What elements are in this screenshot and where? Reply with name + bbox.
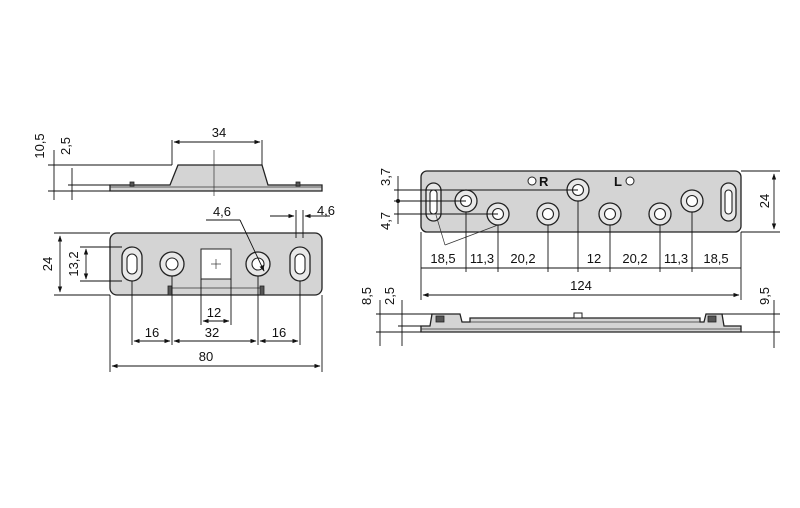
dim-spacing-1: 18,5 bbox=[430, 251, 455, 266]
small-top-dimensions: 34 10,5 2,5 bbox=[32, 125, 263, 200]
small-part-front-view bbox=[109, 232, 323, 296]
dim-3-7: 3,7 bbox=[378, 168, 393, 186]
dim-124: 124 bbox=[570, 278, 592, 293]
dim-34: 34 bbox=[212, 125, 226, 140]
dim-2-5-large: 2,5 bbox=[382, 287, 397, 305]
dim-spacing-3: 20,2 bbox=[510, 251, 535, 266]
dim-10-5: 10,5 bbox=[32, 133, 47, 158]
small-part-top-view bbox=[109, 150, 323, 196]
dim-4-7: 4,7 bbox=[378, 212, 393, 230]
dim-16-right: 16 bbox=[272, 325, 286, 340]
dim-12-small: 12 bbox=[207, 305, 221, 320]
large-front-dimensions: 3,7 4,7 24 18,5 11,3 20,2 12 20,2 11,3 1… bbox=[378, 168, 780, 300]
dim-24-small: 24 bbox=[40, 257, 55, 271]
dim-9-5: 9,5 bbox=[757, 287, 772, 305]
large-part-side-view bbox=[420, 312, 742, 333]
dim-13-2: 13,2 bbox=[66, 251, 81, 276]
dim-spacing-6: 11,3 bbox=[664, 251, 688, 266]
dim-24-large: 24 bbox=[757, 194, 772, 208]
large-part-front-view bbox=[420, 170, 742, 246]
dim-80: 80 bbox=[199, 349, 213, 364]
dim-spacing-2: 11,3 bbox=[470, 251, 494, 266]
large-side-dimensions: 8,5 2,5 9,5 bbox=[359, 287, 780, 348]
dim-spacing-7: 18,5 bbox=[703, 251, 728, 266]
small-front-dimensions: 4,6 4,6 24 13,2 12 16 32 16 bbox=[40, 203, 335, 372]
label-r: R bbox=[539, 174, 549, 189]
label-l: L bbox=[614, 174, 622, 189]
dim-4-6-left: 4,6 bbox=[213, 204, 231, 219]
dim-spacing-5: 20,2 bbox=[622, 251, 647, 266]
dim-spacing-4: 12 bbox=[587, 251, 601, 266]
dim-2-5-small: 2,5 bbox=[58, 137, 73, 155]
dim-4-6-right: 4,6 bbox=[317, 203, 335, 218]
dim-16-left: 16 bbox=[145, 325, 159, 340]
dim-32: 32 bbox=[205, 325, 219, 340]
dim-8-5: 8,5 bbox=[359, 287, 374, 305]
